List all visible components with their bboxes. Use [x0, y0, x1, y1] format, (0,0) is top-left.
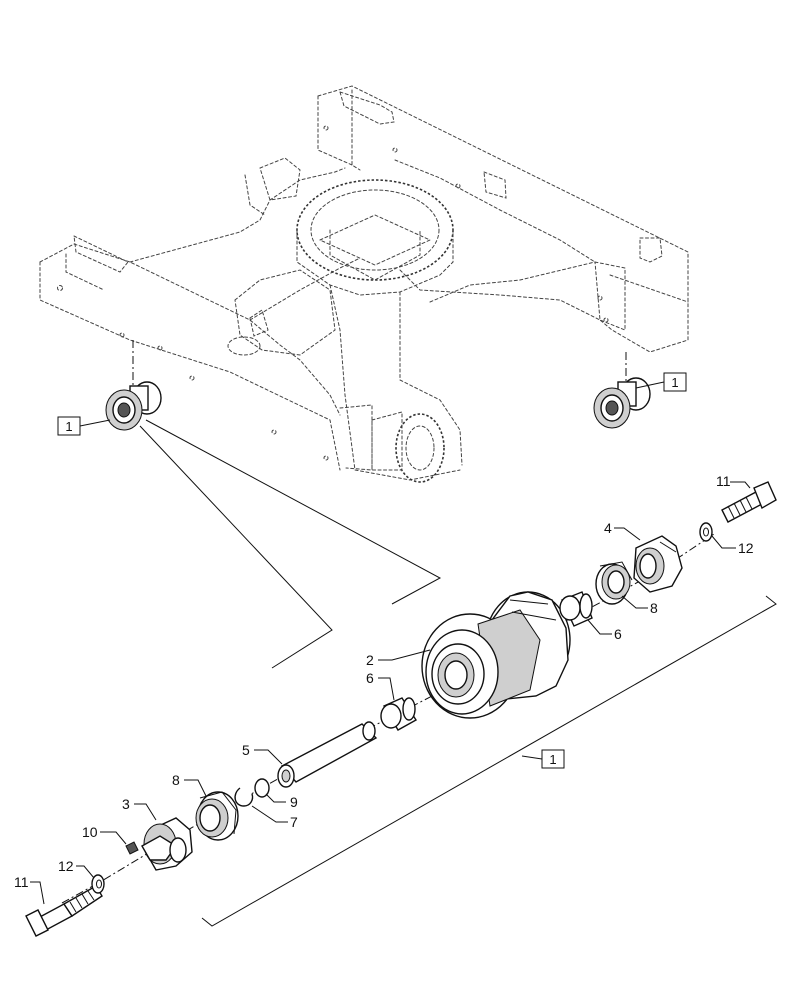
svg-text:1: 1 [549, 752, 556, 767]
callout-5: 5 [242, 742, 250, 758]
collar-front [141, 817, 193, 871]
callout-7: 7 [290, 814, 298, 830]
callout-10: 10 [82, 824, 98, 840]
callout-12-front: 12 [58, 858, 74, 874]
undercarriage-frame [39, 85, 689, 483]
callout-8-front: 8 [172, 772, 180, 788]
o-ring [254, 778, 270, 798]
callout-3: 3 [122, 796, 130, 812]
snap-ring [234, 787, 254, 807]
bushing-front [380, 697, 417, 731]
svg-text:1: 1 [671, 375, 678, 390]
callout-12-rear: 12 [738, 540, 754, 556]
plug [125, 841, 139, 855]
track-roller [421, 591, 571, 719]
shaft [277, 721, 378, 788]
bolt-rear [721, 481, 777, 523]
callout-box-left-roller: 1 [57, 416, 111, 436]
callout-6-front: 6 [366, 670, 374, 686]
callout-6-rear: 6 [614, 626, 622, 642]
callout-leaders [30, 481, 751, 905]
washer-rear [699, 522, 713, 542]
zoom-guide-lines [139, 419, 442, 669]
callout-4: 4 [604, 520, 612, 536]
svg-text:1: 1 [65, 419, 72, 434]
seal-front [195, 791, 239, 841]
bolt-front [25, 885, 103, 937]
top-roller-left [105, 381, 162, 431]
seal-rear [595, 561, 633, 605]
washer-front [91, 874, 105, 894]
callout-8-rear: 8 [650, 600, 658, 616]
bushing-rear [559, 591, 593, 627]
callout-11-front: 11 [14, 874, 29, 890]
callout-2: 2 [366, 652, 374, 668]
callout-9: 9 [290, 794, 298, 810]
assembly-bracket: 1 [201, 595, 777, 927]
top-roller-right [593, 377, 651, 429]
callout-labels: 11 12 4 8 6 2 6 5 8 9 7 3 10 12 11 [14, 473, 754, 890]
collar-rear [633, 535, 683, 593]
callout-11-rear: 11 [716, 473, 731, 489]
callout-box-right-roller: 1 [635, 372, 687, 392]
